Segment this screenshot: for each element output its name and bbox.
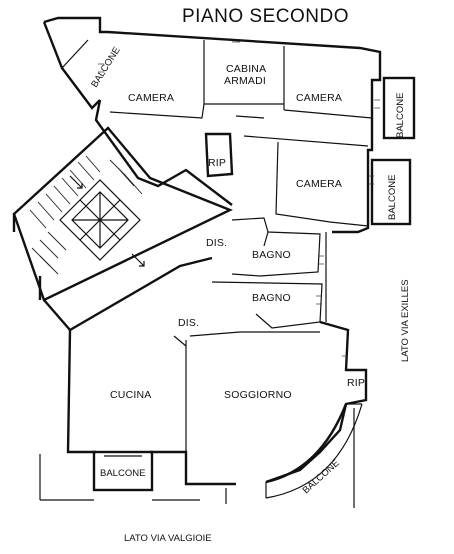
room-label-armadi: ARMADI: [224, 75, 266, 87]
balcony-label-bottom: BALCONE: [100, 468, 145, 479]
room-label-bagno-2: BAGNO: [252, 292, 291, 304]
room-label-cabina: CABINA: [226, 63, 266, 75]
window-marks: [98, 41, 380, 357]
wall-right: [332, 68, 382, 234]
wall-left-diagonal: [94, 99, 233, 206]
wall-balcony-left: [42, 21, 101, 110]
room-label-rip-1: RIP: [208, 157, 226, 169]
wall-lower-block: [66, 329, 96, 454]
wall-soggiorno-right: [265, 320, 368, 484]
room-label-dis-1: DIS.: [206, 237, 227, 249]
plan-title: PIANO SECONDO: [182, 6, 349, 27]
balcony-rail: [61, 39, 89, 69]
room-label-camera-2: CAMERA: [296, 92, 342, 104]
balcony-label-right-2: BALCONE: [387, 175, 398, 220]
balcony-bottom: [92, 450, 154, 492]
balcony-label-top-left: BALCONE: [89, 45, 122, 89]
stair-treads: [29, 155, 143, 275]
rip-box-1: [204, 132, 234, 178]
room-label-camera-1: CAMERA: [128, 92, 174, 104]
stair-arrow: [69, 175, 83, 189]
room-label-soggiorno: SOGGIORNO: [224, 389, 292, 401]
side-label-right: LATO VIA EXILLES: [400, 279, 411, 362]
balcony-curved-inner: [265, 403, 348, 484]
balcony-right-2: [370, 158, 412, 226]
balcony-curved-outer: [265, 403, 363, 499]
room-label-bagno-1: BAGNO: [252, 249, 291, 261]
wall-top: [107, 30, 382, 68]
balcony-right-1: [382, 76, 416, 140]
balcony-label-right-1: BALCONE: [395, 93, 406, 138]
stair-core: [59, 179, 141, 261]
room-label-camera-3: CAMERA: [296, 178, 342, 190]
room-label-cucina: CUCINA: [110, 389, 151, 401]
wall-top-left-wing: [43, 16, 108, 34]
room-label-dis-2: DIS.: [178, 317, 199, 329]
wall-corridor-lower: [43, 256, 213, 332]
side-label-bottom: LATO VIA VALGIOIE: [124, 533, 212, 544]
room-label-rip-2: RIP: [347, 377, 365, 389]
